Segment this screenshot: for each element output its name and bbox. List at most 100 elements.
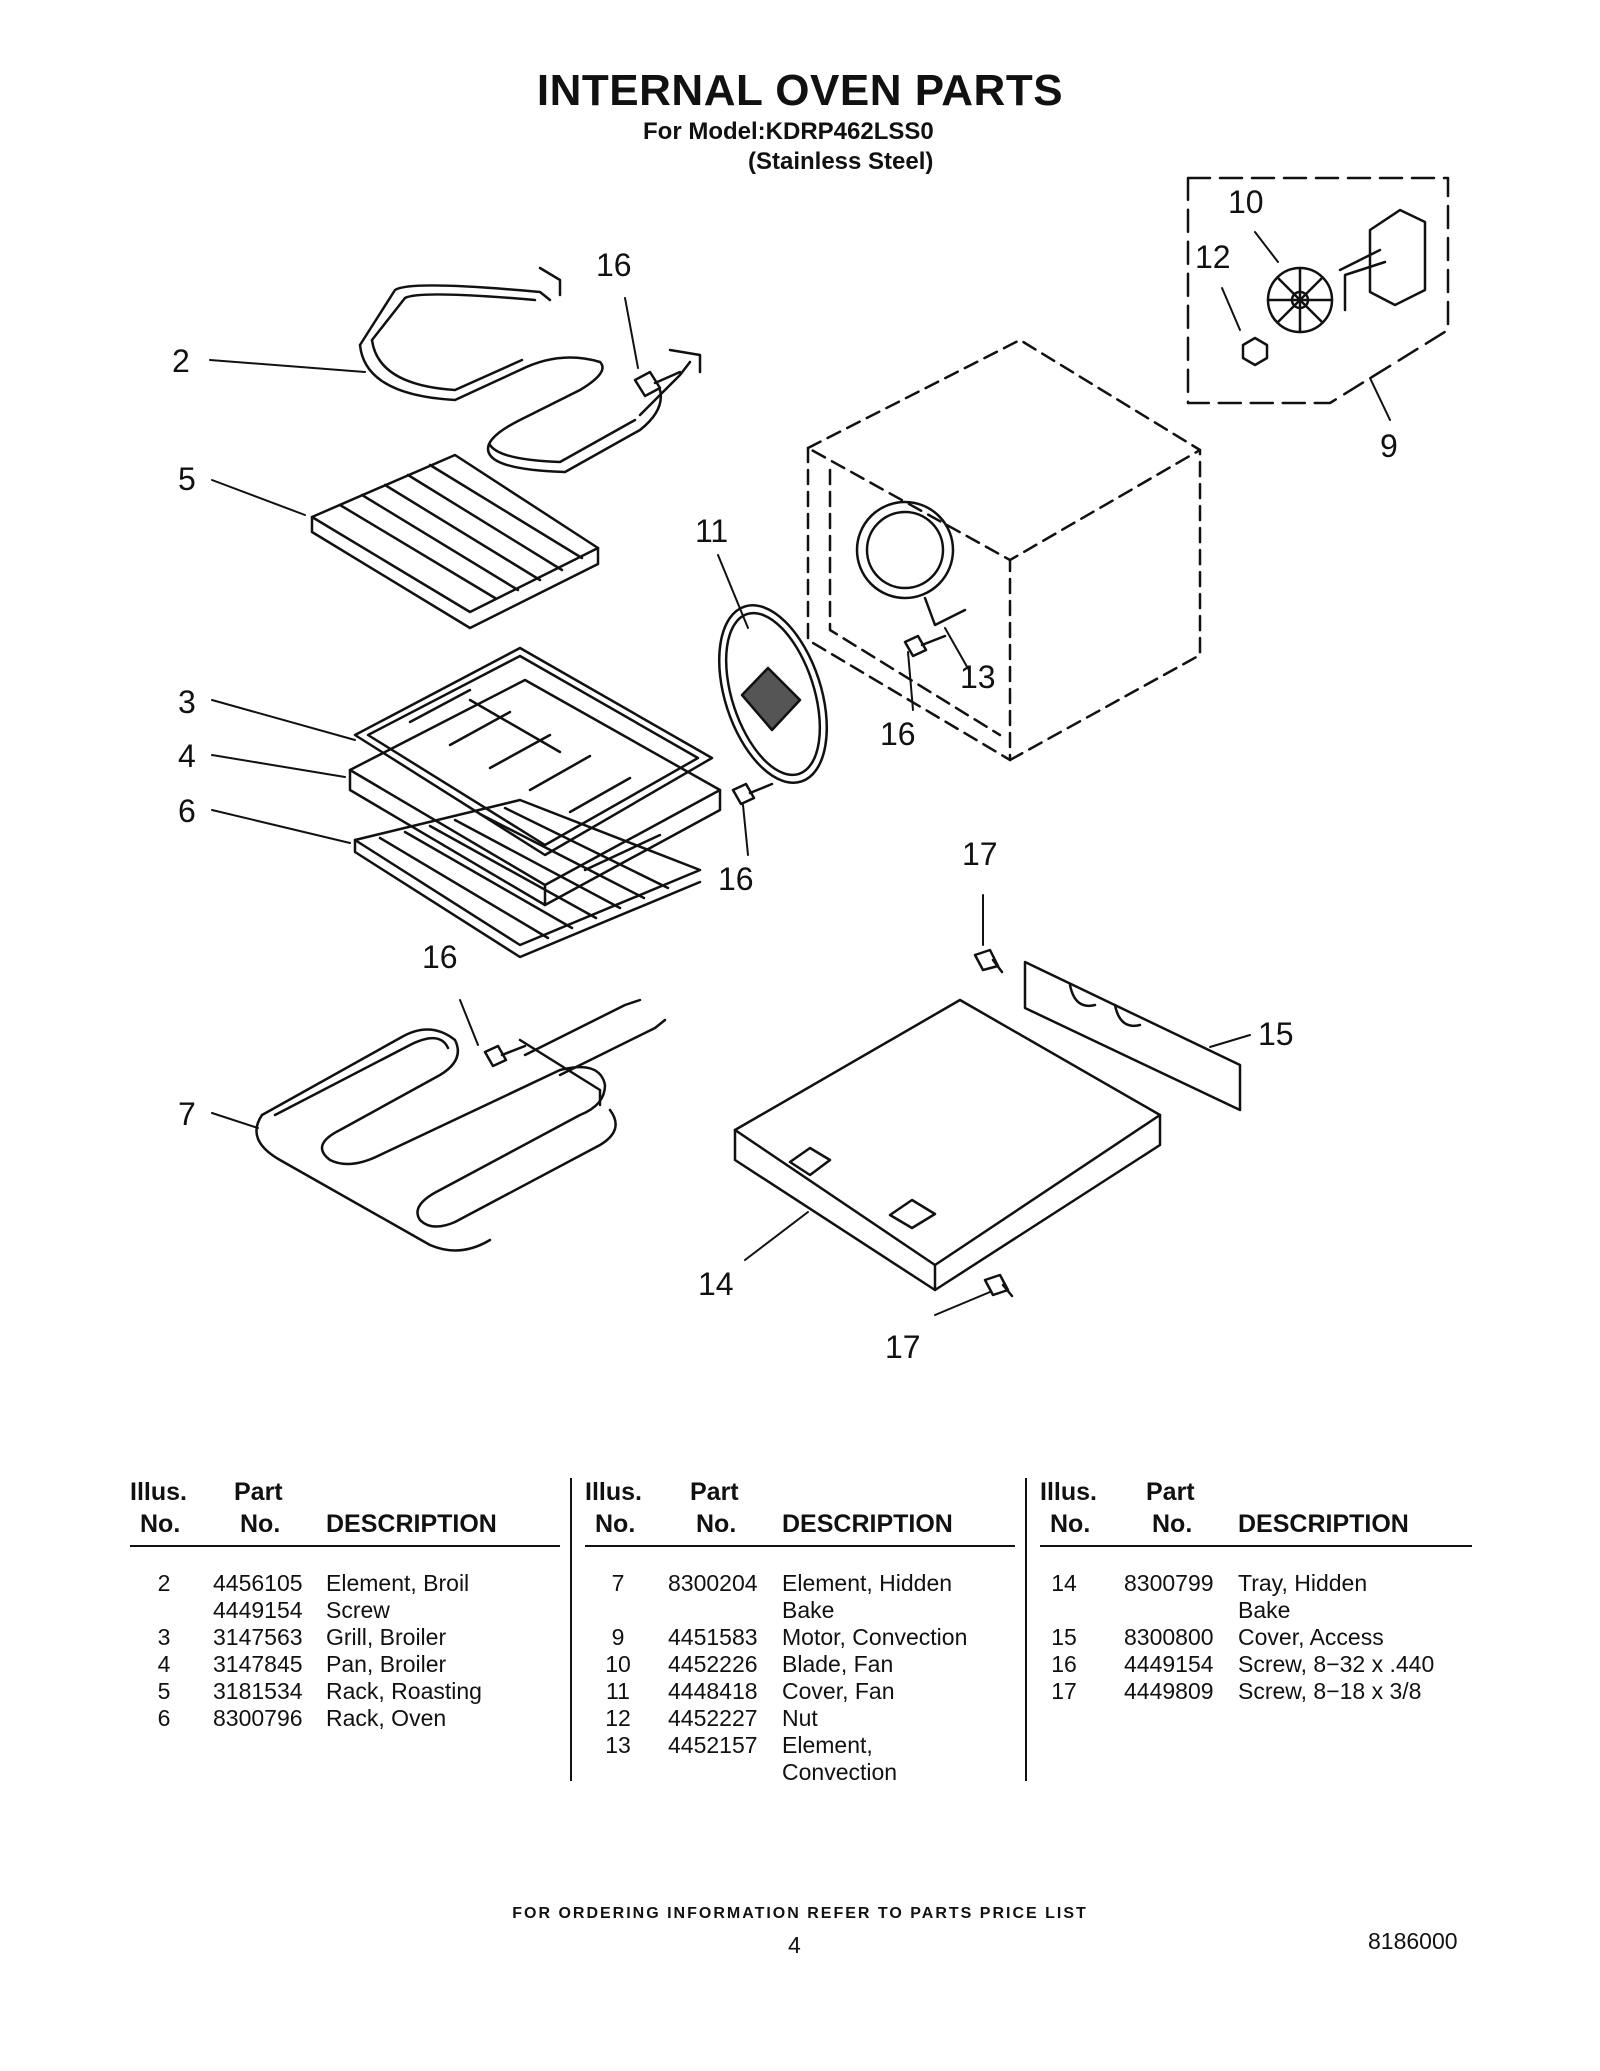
screw-illustrations (483, 370, 1014, 1298)
page-number: 4 (788, 1932, 801, 1958)
part-no: 8300796 (213, 1705, 303, 1731)
callout-label: 16 (422, 939, 458, 975)
part-description: Cover, Access (1238, 1624, 1384, 1650)
header-rule (585, 1545, 1015, 1547)
callout-label: 5 (178, 461, 196, 497)
illus-no: 5 (157, 1678, 171, 1704)
part-no: 4452157 (668, 1732, 758, 1758)
callout-label: 16 (718, 861, 754, 897)
part-no: 4452226 (668, 1651, 758, 1677)
part-no: 4449809 (1124, 1678, 1214, 1704)
broil-element-illustration (358, 266, 702, 474)
part-description: Screw, 8−32 x .440 (1238, 1651, 1435, 1677)
illus-no: 9 (611, 1624, 625, 1650)
part-description: Rack, Oven (326, 1705, 447, 1731)
hidden-bake-element-illustration (255, 998, 667, 1252)
illus-no: 4 (157, 1651, 171, 1677)
part-no: 4449154 (213, 1597, 303, 1623)
part-description: Pan, Broiler (326, 1651, 447, 1677)
part-no: 3147563 (213, 1624, 303, 1650)
header-description: DESCRIPTION (1238, 1510, 1409, 1538)
header-illus-no: No. (1050, 1510, 1091, 1538)
part-description: Bake (1238, 1597, 1291, 1623)
page-title: INTERNAL OVEN PARTS (536, 66, 1064, 115)
part-no: 8300800 (1124, 1624, 1214, 1650)
exploded-parts-diagram: 2 5 3 4 6 7 16 16 16 16 11 13 10 12 9 17… (172, 176, 1450, 1365)
illus-no: 13 (605, 1732, 631, 1758)
callout-label: 10 (1228, 184, 1264, 220)
illus-no: 17 (1051, 1678, 1077, 1704)
callout-label: 2 (172, 343, 190, 379)
illus-no: 2 (157, 1570, 171, 1596)
header-illus: Illus. (130, 1478, 187, 1506)
hidden-bake-tray-illustration (733, 998, 1162, 1292)
part-description: Convection (782, 1759, 898, 1785)
header-illus: Illus. (585, 1478, 642, 1506)
model-line: For Model:KDRP462LSS0 (643, 118, 934, 145)
document-number: 8186000 (1368, 1928, 1458, 1954)
callout-label: 13 (960, 659, 996, 695)
part-description: Motor, Convection (782, 1624, 968, 1650)
fan-cover-illustration (717, 604, 829, 784)
finish-line: (Stainless Steel) (748, 148, 934, 175)
part-description: Rack, Roasting (326, 1678, 482, 1704)
header-rule (130, 1545, 560, 1547)
header-part-no: No. (1152, 1510, 1193, 1538)
part-description: Bake (782, 1597, 835, 1623)
part-description: Element, Hidden (782, 1570, 953, 1596)
header-illus-no: No. (140, 1510, 181, 1538)
part-description: Screw, 8−18 x 3/8 (1238, 1678, 1422, 1704)
oven-rack-illustration (353, 798, 702, 959)
header-part: Part (1146, 1478, 1195, 1506)
callout-label: 16 (880, 716, 916, 752)
callout-label: 14 (698, 1266, 734, 1302)
header-rule (1040, 1545, 1472, 1547)
callout-label: 9 (1380, 428, 1398, 464)
illus-no: 3 (157, 1624, 171, 1650)
part-no: 3181534 (213, 1678, 303, 1704)
illus-no: 16 (1051, 1651, 1077, 1677)
convection-motor-inset (1186, 176, 1450, 405)
callout-label: 11 (695, 513, 728, 549)
part-no: 8300799 (1124, 1570, 1214, 1596)
header-part-no: No. (240, 1510, 281, 1538)
illus-no: 12 (605, 1705, 631, 1731)
header-description: DESCRIPTION (782, 1510, 953, 1538)
illus-no: 15 (1051, 1624, 1077, 1650)
callout-label: 12 (1195, 239, 1231, 275)
callout-label: 16 (596, 247, 632, 283)
callout-label: 15 (1258, 1016, 1294, 1052)
part-no: 4456105 (213, 1570, 303, 1596)
callout-label: 17 (962, 836, 998, 872)
part-no: 8300204 (668, 1570, 758, 1596)
part-description: Screw (326, 1597, 390, 1623)
header-part: Part (234, 1478, 283, 1506)
part-no: 4449154 (1124, 1651, 1214, 1677)
illus-no: 11 (606, 1678, 630, 1704)
part-description: Blade, Fan (782, 1651, 894, 1677)
header-illus-no: No. (595, 1510, 636, 1538)
part-no: 3147845 (213, 1651, 303, 1677)
part-description: Element, (782, 1732, 873, 1758)
part-no: 4452227 (668, 1705, 758, 1731)
header-part-no: No. (696, 1510, 737, 1538)
part-description: Nut (782, 1705, 818, 1731)
part-description: Tray, Hidden (1238, 1570, 1368, 1596)
ordering-note: FOR ORDERING INFORMATION REFER TO PARTS … (512, 1905, 1088, 1922)
callout-label: 6 (178, 793, 196, 829)
illus-no: 14 (1051, 1570, 1077, 1596)
callout-label: 3 (178, 684, 196, 720)
part-description: Cover, Fan (782, 1678, 895, 1704)
callout-label: 17 (885, 1329, 921, 1365)
header-part: Part (690, 1478, 739, 1506)
part-no: 4451583 (668, 1624, 758, 1650)
roasting-rack-illustration (310, 453, 600, 630)
part-description: Element, Broil (326, 1570, 470, 1596)
leader-lines (209, 231, 1391, 1316)
header-illus: Illus. (1040, 1478, 1097, 1506)
oven-cavity-illustration (806, 338, 1202, 762)
callout-labels: 2 5 3 4 6 7 16 16 16 16 11 13 10 12 9 17… (172, 184, 1398, 1365)
part-description: Grill, Broiler (326, 1624, 447, 1650)
callout-label: 7 (178, 1096, 196, 1132)
access-cover-illustration (1023, 960, 1242, 1112)
